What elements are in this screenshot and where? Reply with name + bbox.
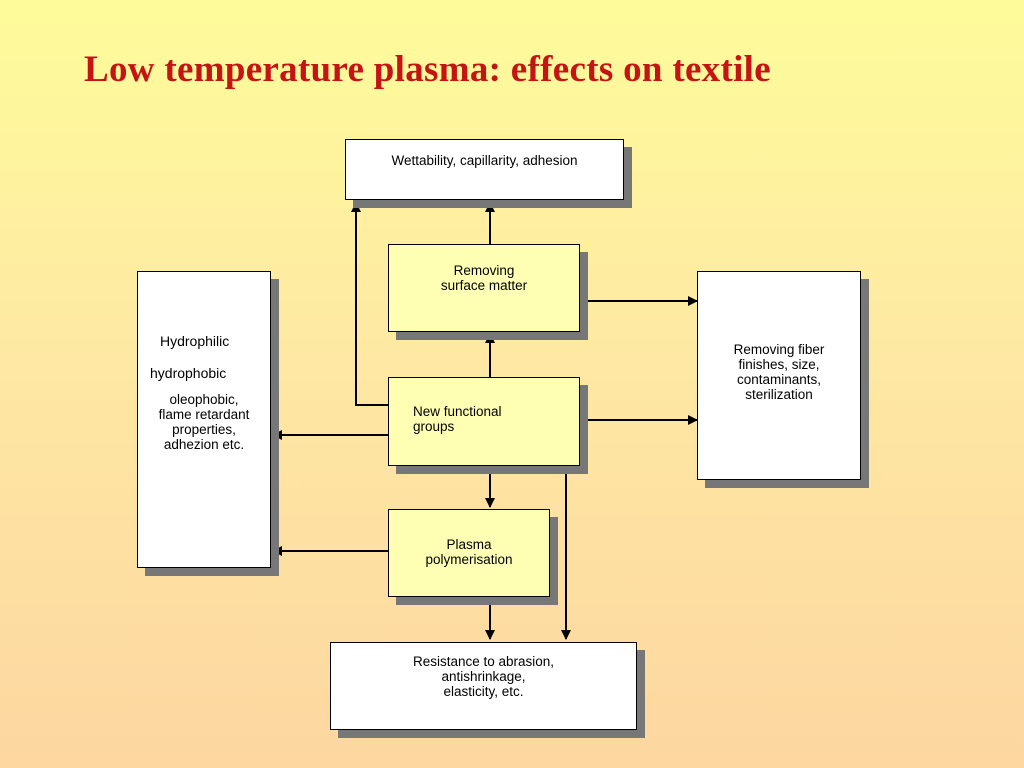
removing-surface-matter-label: Removing surface matter bbox=[440, 263, 528, 293]
removing-fiber-label: Removing fiber finishes, size, contamina… bbox=[733, 342, 825, 402]
arrow-functional-to-wettability bbox=[351, 202, 388, 406]
oleophobic-label: oleophobic, flame retardant properties, … bbox=[158, 392, 250, 452]
hydrophobic-label: hydrophobic bbox=[150, 365, 227, 381]
resistance-label: Resistance to abrasion, antishrinkage, e… bbox=[412, 654, 555, 699]
plasma-polymerisation-box: Plasma polymerisation bbox=[388, 509, 550, 597]
hydrophilic-label: Hydrophilic bbox=[160, 333, 230, 349]
new-functional-groups-label: New functional groups bbox=[413, 404, 502, 434]
slide-title: Low temperature plasma: effects on texti… bbox=[84, 49, 771, 90]
plasma-polymerisation-label: Plasma polymerisation bbox=[425, 537, 513, 567]
surface-properties-box: Hydrophilic hydrophobic oleophobic, flam… bbox=[137, 271, 271, 568]
resistance-box: Resistance to abrasion, antishrinkage, e… bbox=[330, 642, 637, 730]
wettability-label: Wettability, capillarity, adhesion bbox=[391, 153, 578, 168]
wettability-box: Wettability, capillarity, adhesion bbox=[345, 139, 624, 200]
removing-surface-matter-box: Removing surface matter bbox=[388, 244, 580, 332]
new-functional-groups-box: New functional groups bbox=[388, 377, 580, 466]
removing-fiber-box: Removing fiber finishes, size, contamina… bbox=[697, 271, 861, 480]
